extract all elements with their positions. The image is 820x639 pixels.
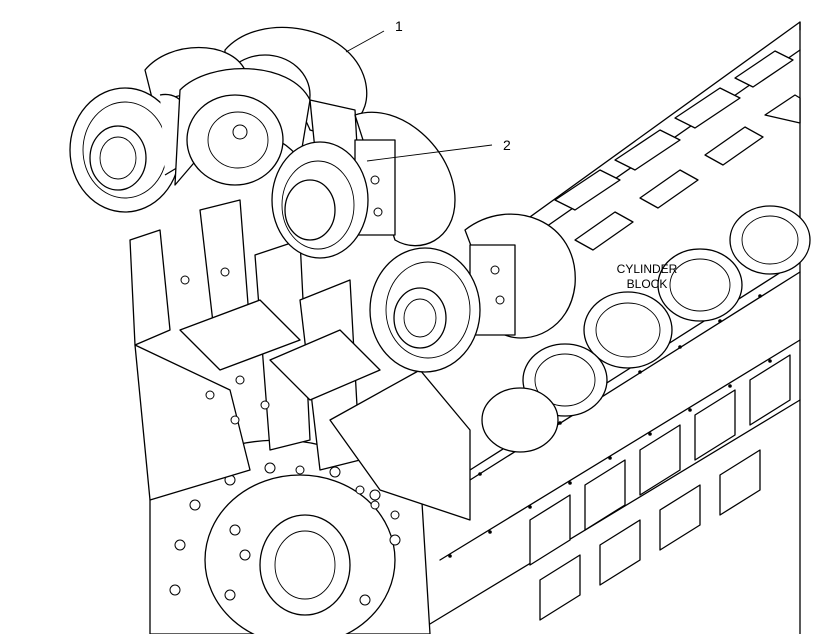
bracket-bolts [180,267,400,520]
annotation-line1: CYLINDER [617,262,678,276]
turbo-brackets [129,199,471,521]
callout-1: 1 [345,18,403,53]
annotation-line2: BLOCK [627,277,668,291]
cylinder-block [419,21,811,635]
cylinder-bores [481,205,811,453]
housing-bolts [169,462,401,606]
callout-2-label: 2 [503,137,511,153]
cylinder-block-annotation: CYLINDER BLOCK [617,262,678,291]
deck-pockets [554,50,801,251]
turbocharger-middle [271,111,456,259]
side-windows [529,354,791,621]
turbocharger-left [69,87,194,213]
callout-1-label: 1 [395,18,403,34]
callout-2: 2 [366,137,511,162]
turbocharger-front [369,213,576,373]
